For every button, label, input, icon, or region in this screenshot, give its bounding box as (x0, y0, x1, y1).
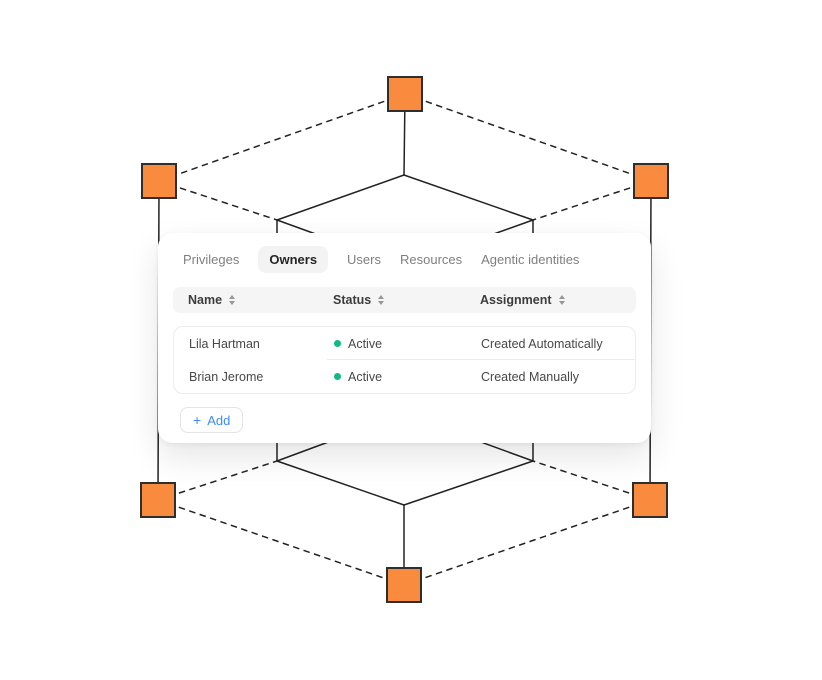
table-header: Name Status Assignment (173, 287, 636, 313)
table-row[interactable]: Lila Hartman Active Created Automaticall… (174, 327, 635, 360)
sort-icon[interactable] (378, 295, 385, 305)
status-label: Active (348, 369, 383, 384)
cell-assignment: Created Manually (481, 369, 579, 384)
table-body: Lila Hartman Active Created Automaticall… (173, 326, 636, 394)
cell-name: Lila Hartman (189, 336, 260, 351)
diagram-edge-dashed (158, 93, 406, 182)
identity-panel-card: Privileges Owners Users Resources Agenti… (158, 233, 651, 443)
diagram-edge-solid (403, 460, 534, 506)
add-button-label: Add (207, 412, 231, 428)
cell-status: Active (334, 337, 481, 351)
tab-resources[interactable]: Resources (400, 251, 463, 267)
column-header-label: Name (188, 293, 223, 307)
status-dot-icon (334, 340, 341, 347)
diagram-edge-dashed (403, 499, 651, 586)
tab-agentic-identities[interactable]: Agentic identities (481, 251, 580, 267)
column-header-name[interactable]: Name (173, 293, 333, 307)
diagram-node-lower-right (632, 482, 668, 518)
diagram-edge-dashed (158, 180, 278, 221)
cell-status: Active (334, 370, 481, 384)
plus-icon: + (193, 412, 202, 428)
diagram-edge-solid (276, 460, 405, 506)
cell-assignment: Created Automatically (481, 336, 603, 351)
column-header-status[interactable]: Status (333, 293, 480, 307)
diagram-edge-dashed (532, 180, 652, 221)
tab-owners[interactable]: Owners (258, 245, 329, 273)
add-button[interactable]: + Add (180, 407, 244, 433)
status-dot-icon (334, 373, 341, 380)
diagram-edge-dashed (404, 93, 652, 182)
sort-icon[interactable] (558, 295, 565, 305)
diagram-edge-solid (403, 174, 534, 221)
diagram-node-lower-left (140, 482, 176, 518)
diagram-node-upper-left (141, 163, 177, 199)
diagram-edge-dashed (532, 460, 651, 501)
tab-privileges[interactable]: Privileges (183, 251, 240, 267)
diagram-edge-dashed (157, 499, 405, 586)
cell-name: Brian Jerome (189, 369, 264, 384)
column-header-assignment[interactable]: Assignment (480, 293, 636, 307)
diagram-edge-solid (276, 174, 405, 221)
tab-users[interactable]: Users (347, 251, 381, 267)
column-header-label: Status (333, 293, 372, 307)
tab-bar: Privileges Owners Users Resources Agenti… (183, 245, 651, 273)
column-header-label: Assignment (480, 293, 552, 307)
diagram-node-bottom (386, 567, 422, 603)
table-row[interactable]: Brian Jerome Active Created Manually (174, 359, 635, 393)
diagram-edge-dashed (157, 460, 278, 501)
status-label: Active (348, 336, 383, 351)
diagram-node-top (387, 76, 423, 112)
diagram-node-upper-right (633, 163, 669, 199)
sort-icon[interactable] (229, 295, 236, 305)
